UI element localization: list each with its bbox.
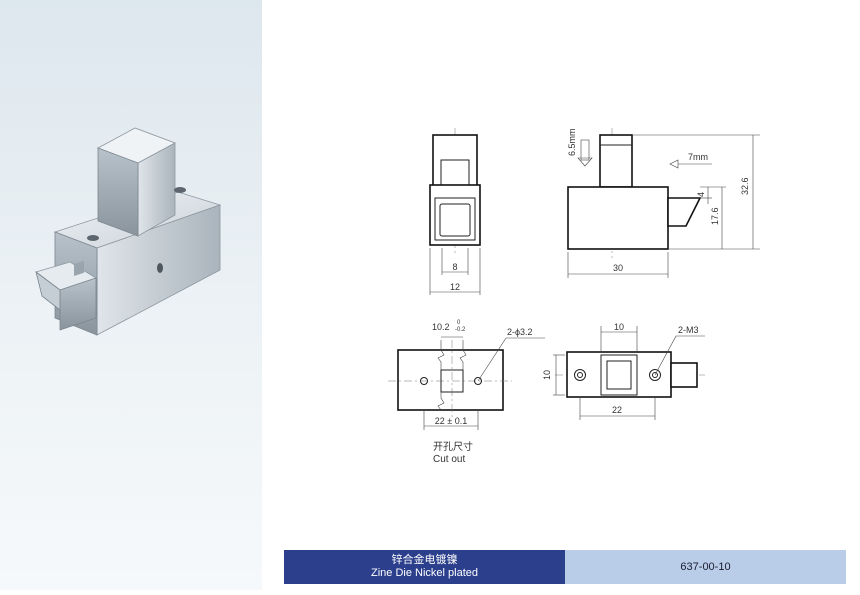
- material-en-label: Zine Die Nickel plated: [371, 567, 478, 579]
- front-width-inner-label: 8: [452, 262, 457, 272]
- front-view: 8 12: [429, 128, 481, 295]
- front-width-outer-label: 12: [450, 282, 460, 292]
- bottom-height-label: 10: [542, 370, 552, 380]
- cutout-label-cn: 开孔尺寸: [433, 440, 473, 453]
- total-height-label: 32.6: [740, 177, 750, 195]
- latch-dim-label: 4: [696, 192, 706, 197]
- length-label: 30: [613, 263, 623, 273]
- part-number-label: 637-00-10: [680, 561, 731, 573]
- side-view: 6.5mm 7mm 32.6 17.6 4 30: [567, 128, 760, 278]
- bottom-top-dim-label: 10: [614, 322, 624, 332]
- cutout-label-en: Cut out: [433, 454, 465, 465]
- latch-product-illustration: [35, 127, 222, 336]
- bottom-view: 10 2-M3 10 22: [542, 322, 705, 420]
- body-height-label: 17.6: [710, 207, 720, 225]
- bottom-spacing-label: 22: [612, 405, 622, 415]
- stroke-up-label: 6.5mm: [567, 128, 577, 156]
- product-photo-panel: [0, 0, 262, 590]
- stroke-out-label: 7mm: [688, 152, 708, 162]
- material-banner: 锌合金电镀镍 Zine Die Nickel plated: [284, 550, 565, 584]
- hole-callout-label: 2-ϕ3.2: [507, 327, 533, 337]
- material-cn-label: 锌合金电镀镍: [391, 554, 458, 566]
- part-number-banner: 637-00-10: [565, 550, 846, 584]
- cutout-view: 10.2 0 -0.2 2-ϕ3.2 22 ± 0.1 开孔尺寸 Cut out: [388, 320, 545, 465]
- slot-tol-lower: -0.2: [455, 327, 466, 333]
- screw-callout-label: 2-M3: [678, 325, 699, 335]
- hole-spacing-label: 22 ± 0.1: [435, 416, 467, 426]
- technical-drawing: 8 12 6.5mm 7mm 32.6: [262, 0, 860, 590]
- slot-dim-label: 10.2: [432, 322, 450, 332]
- slot-tol-upper: 0: [457, 320, 461, 326]
